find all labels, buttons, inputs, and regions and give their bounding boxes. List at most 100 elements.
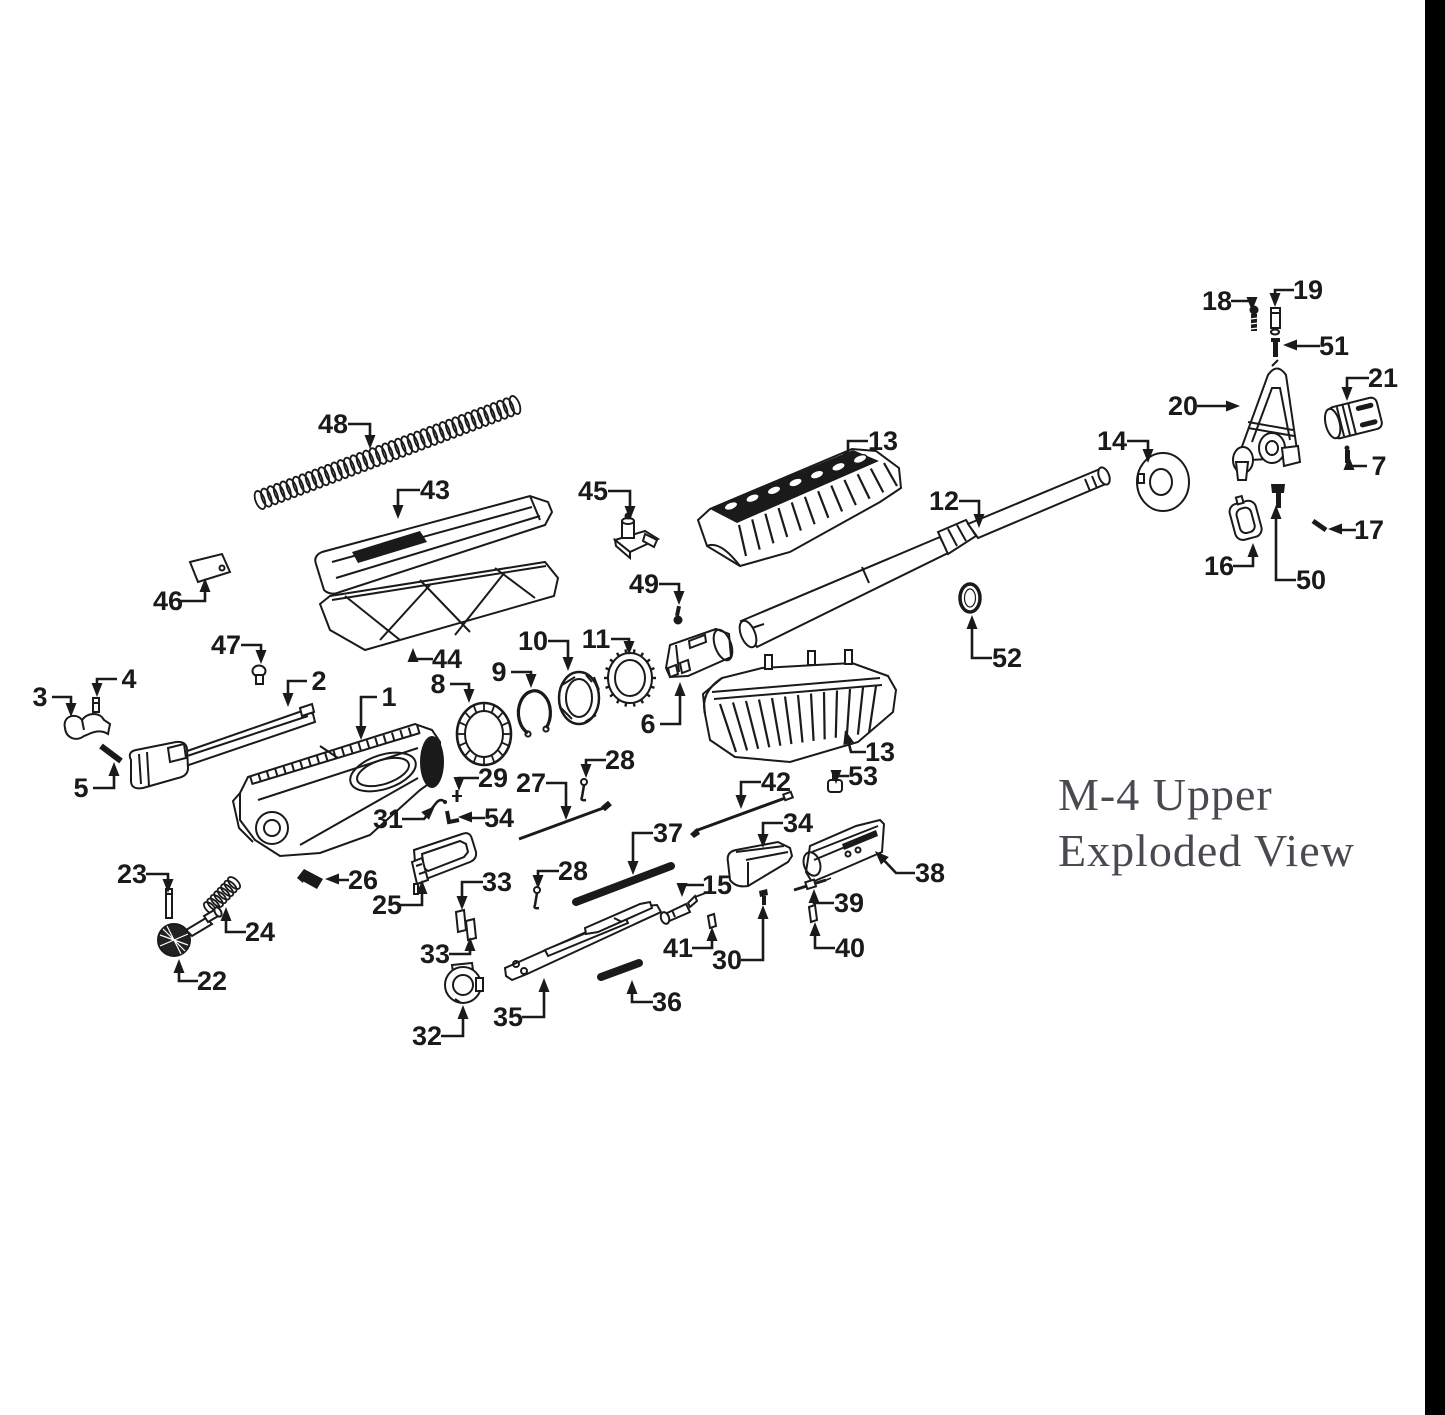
svg-text:28: 28 [558, 856, 588, 886]
part-2-charging-handle [128, 702, 317, 790]
part-label-53: 53 [830, 761, 878, 791]
part-label-33b: 33 [420, 937, 476, 969]
part-label-54: 54 [458, 803, 514, 833]
part-label-9: 9 [491, 657, 537, 688]
part-12-barrel [738, 466, 1111, 649]
svg-text:40: 40 [835, 933, 865, 963]
svg-text:4: 4 [121, 664, 136, 694]
part-label-34: 34 [757, 808, 813, 848]
part-label-5: 5 [73, 762, 120, 803]
part-16-sling-swivel [1228, 494, 1263, 541]
svg-text:16: 16 [1204, 551, 1234, 581]
part-label-23: 23 [117, 859, 174, 893]
part-label-41: 41 [663, 927, 718, 963]
svg-text:47: 47 [211, 630, 241, 660]
part-9-snap-ring [516, 689, 552, 738]
part-label-39: 39 [808, 888, 864, 918]
part-21-flash-hider [1323, 396, 1383, 440]
part-15-firing-pin [659, 890, 712, 925]
part-label-19: 19 [1269, 275, 1323, 307]
part-label-7: 7 [1343, 451, 1387, 481]
part-23-pin [165, 888, 173, 919]
part-54-clip [445, 810, 460, 825]
svg-text:22: 22 [197, 966, 227, 996]
svg-text:13: 13 [868, 426, 898, 456]
svg-text:5: 5 [73, 773, 88, 803]
svg-text:51: 51 [1319, 331, 1349, 361]
part-24-spring [203, 876, 241, 915]
part-19-detent [1270, 307, 1281, 336]
svg-text:43: 43 [420, 475, 450, 505]
part-label-17: 17 [1328, 515, 1384, 545]
svg-text:23: 23 [117, 859, 147, 889]
part-27-rod [518, 800, 612, 841]
part-20-front-sight [1232, 359, 1302, 481]
part-32-housing [444, 961, 484, 1004]
svg-text:54: 54 [484, 803, 514, 833]
svg-text:10: 10 [518, 626, 548, 656]
part-label-13a: 13 [842, 426, 898, 466]
part-label-45: 45 [578, 476, 636, 520]
svg-text:33: 33 [482, 867, 512, 897]
part-44-magazine-body [318, 560, 560, 652]
part-6-bolt-carrier-front [664, 627, 734, 679]
part-25-port-cover-frame [410, 832, 478, 895]
svg-text:14: 14 [1097, 426, 1127, 456]
part-label-28a: 28 [580, 745, 635, 778]
svg-text:17: 17 [1354, 515, 1384, 545]
part-label-4: 4 [91, 664, 137, 697]
part-42-rod [690, 790, 795, 838]
part-label-47: 47 [211, 630, 267, 664]
part-label-15: 15 [676, 870, 732, 900]
svg-text:9: 9 [491, 657, 506, 687]
part-label-27: 27 [516, 768, 572, 820]
svg-text:13: 13 [865, 737, 895, 767]
part-label-51: 51 [1283, 331, 1349, 361]
part-47-screw [251, 664, 267, 685]
part-label-16: 16 [1204, 543, 1259, 581]
part-label-6: 6 [640, 682, 686, 739]
part-label-10: 10 [518, 626, 574, 671]
part-label-40: 40 [809, 922, 865, 963]
svg-text:31: 31 [373, 804, 403, 834]
part-label-37: 37 [627, 818, 683, 875]
part-label-11: 11 [582, 624, 635, 655]
part-7-taper-pin [1344, 445, 1350, 463]
part-50-screw [1271, 484, 1285, 508]
part-28-pin-lower [533, 886, 541, 910]
svg-text:11: 11 [582, 624, 611, 654]
part-label-14: 14 [1097, 426, 1154, 463]
part-label-26: 26 [325, 865, 378, 895]
svg-text:27: 27 [516, 768, 546, 798]
part-14-handguard-cap [1136, 452, 1190, 512]
part-5-roll-pin [99, 743, 123, 764]
svg-text:38: 38 [915, 858, 945, 888]
svg-text:3: 3 [32, 682, 47, 712]
svg-text:26: 26 [348, 865, 378, 895]
part-37-gas-tube [572, 862, 675, 906]
svg-text:35: 35 [493, 1002, 523, 1032]
part-label-2: 2 [282, 666, 327, 707]
svg-text:7: 7 [1371, 451, 1386, 481]
part-label-38: 38 [875, 851, 945, 888]
part-label-13b: 13 [843, 730, 895, 767]
diagram-title-line2: Exploded View [1058, 825, 1355, 876]
part-label-42: 42 [735, 767, 791, 809]
part-label-32: 32 [412, 1005, 469, 1051]
svg-text:24: 24 [245, 917, 275, 947]
part-28-pin-upper [580, 778, 588, 802]
svg-text:19: 19 [1293, 275, 1323, 305]
part-label-24: 24 [220, 907, 275, 947]
part-33-pin-a [454, 908, 468, 934]
part-label-1: 1 [355, 682, 397, 740]
svg-text:25: 25 [372, 890, 402, 920]
svg-text:34: 34 [783, 808, 813, 838]
svg-text:42: 42 [761, 767, 791, 797]
part-label-31: 31 [373, 804, 435, 834]
part-51-pin [1271, 338, 1280, 357]
svg-text:45: 45 [578, 476, 608, 506]
part-3-latch [63, 713, 112, 740]
part-label-48: 48 [318, 409, 376, 449]
part-52-o-ring [958, 582, 982, 614]
